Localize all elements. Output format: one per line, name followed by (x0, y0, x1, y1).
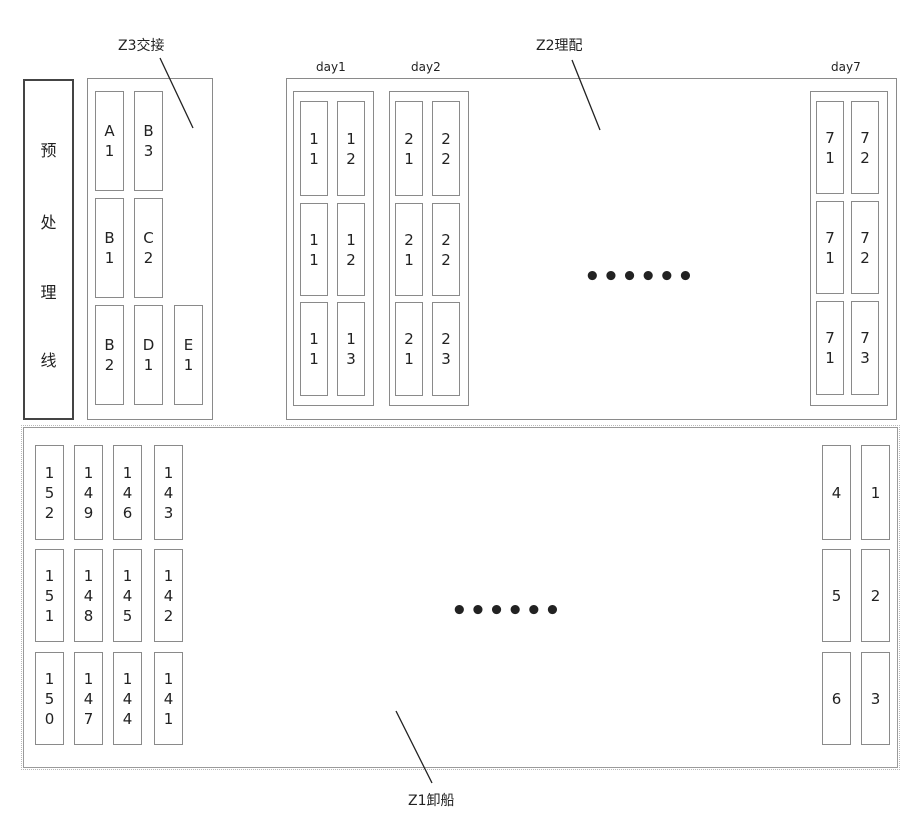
day2-cell: 21 (395, 302, 423, 396)
day1-cell: 12 (337, 101, 365, 196)
z1-cell: 143 (154, 445, 183, 540)
day2-cell: 22 (432, 203, 460, 296)
day2-cell: 21 (395, 101, 423, 196)
z1-cell: 144 (113, 652, 142, 745)
day7-cell: 72 (851, 101, 879, 194)
z1-cell: 152 (35, 445, 64, 540)
day2-cell: 21 (395, 203, 423, 296)
pre-line-char: 理 (25, 279, 72, 303)
z3-label: Z3交接 (118, 35, 165, 55)
z3-cell-d1: D1 (134, 305, 163, 405)
z1-ellipsis: •••••• (451, 606, 563, 616)
day1-cell: 11 (300, 302, 328, 396)
day7-cell: 73 (851, 301, 879, 395)
z3-cell-b1: B1 (95, 198, 124, 298)
day7-cell: 71 (816, 301, 844, 395)
z1-cell: 149 (74, 445, 103, 540)
day1-cell: 13 (337, 302, 365, 396)
day2-label: day2 (411, 60, 441, 74)
z1-cell: 3 (861, 652, 890, 745)
z1-cell: 142 (154, 549, 183, 642)
z3-cell-c2: C2 (134, 198, 163, 298)
z1-cell: 2 (861, 549, 890, 642)
z1-cell: 1 (861, 445, 890, 540)
day1-cell: 11 (300, 203, 328, 296)
z2-label: Z2理配 (536, 35, 583, 55)
pre-processing-line: 预 处 理 线 (23, 79, 74, 420)
day7-label: day7 (831, 60, 861, 74)
z3-cell-b3: B3 (134, 91, 163, 191)
day7-cell: 71 (816, 201, 844, 294)
z1-cell: 6 (822, 652, 851, 745)
z2-ellipsis: •••••• (584, 272, 696, 282)
day1-cell: 11 (300, 101, 328, 196)
z3-cell-e1: E1 (174, 305, 203, 405)
day7-cell: 72 (851, 201, 879, 294)
day1-label: day1 (316, 60, 346, 74)
day2-cell: 22 (432, 101, 460, 196)
day2-cell: 23 (432, 302, 460, 396)
z1-cell: 147 (74, 652, 103, 745)
z1-label: Z1卸船 (408, 790, 455, 810)
z2-sorting-zone (286, 78, 897, 420)
z1-cell: 141 (154, 652, 183, 745)
z1-cell: 145 (113, 549, 142, 642)
pre-line-char: 预 (25, 137, 72, 161)
z1-cell: 146 (113, 445, 142, 540)
day1-cell: 12 (337, 203, 365, 296)
z1-cell: 4 (822, 445, 851, 540)
z3-cell-a1: A1 (95, 91, 124, 191)
z1-cell: 150 (35, 652, 64, 745)
pre-line-char: 线 (25, 347, 72, 371)
z1-cell: 151 (35, 549, 64, 642)
z1-cell: 148 (74, 549, 103, 642)
z1-cell: 5 (822, 549, 851, 642)
day7-cell: 71 (816, 101, 844, 194)
z3-cell-b2: B2 (95, 305, 124, 405)
pre-line-char: 处 (25, 209, 72, 233)
